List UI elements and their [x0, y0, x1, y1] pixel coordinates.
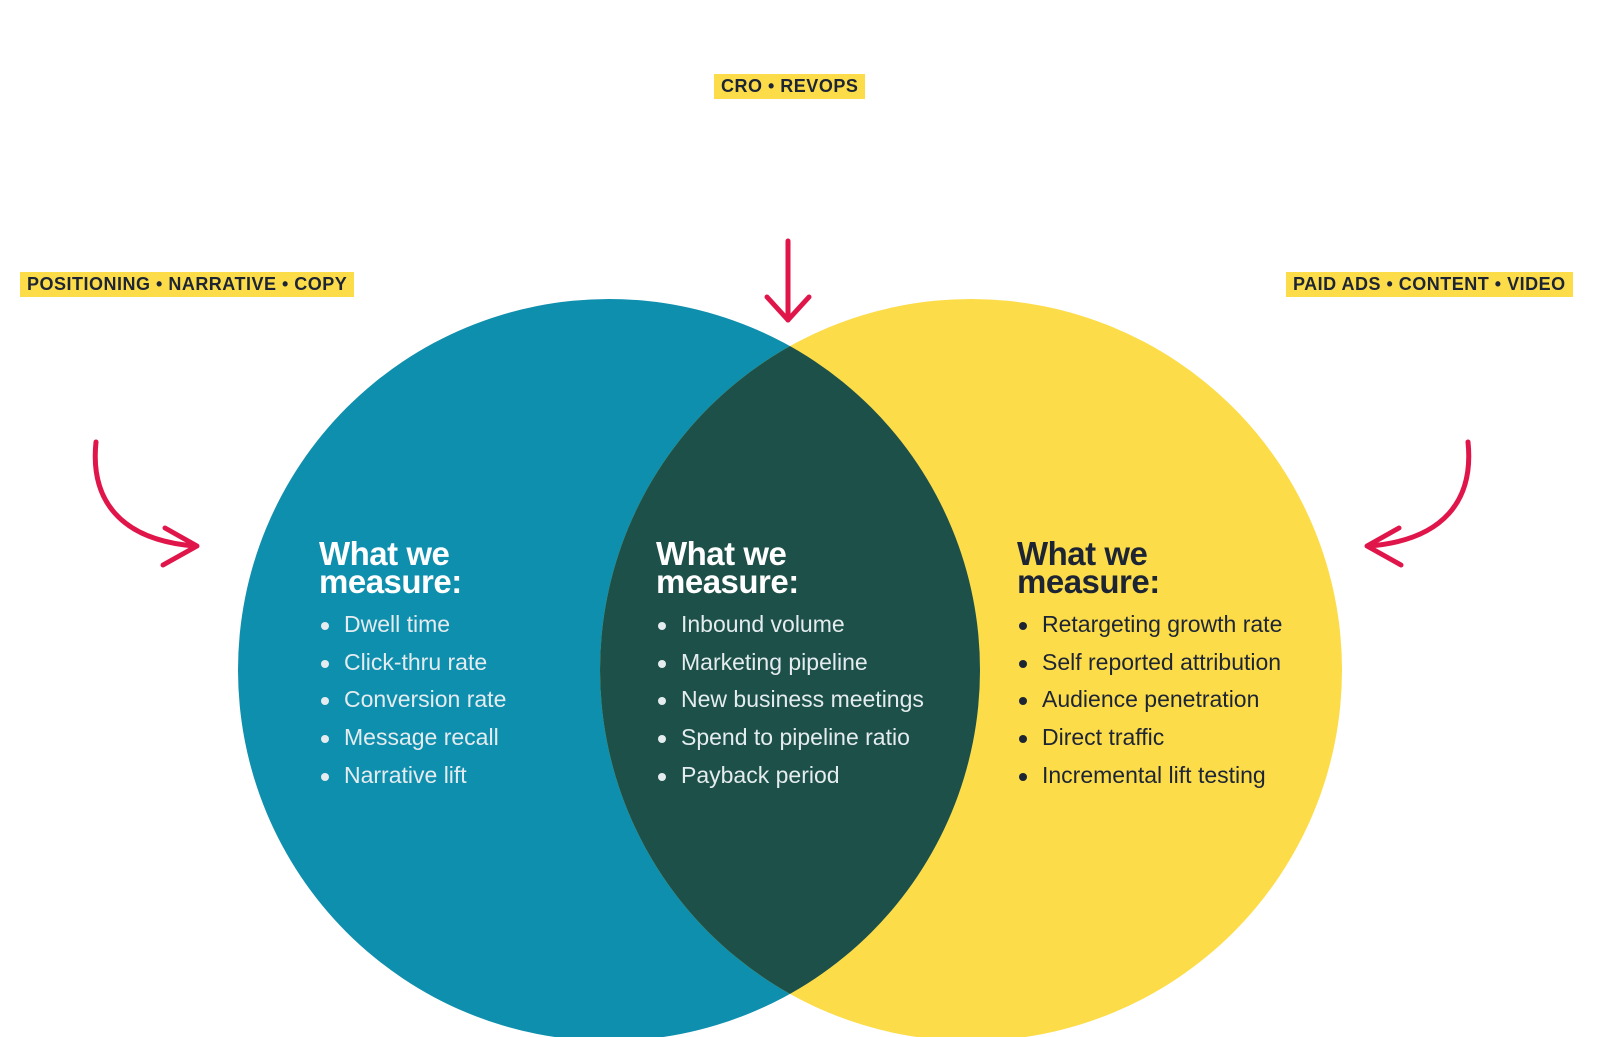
- list-item: Retargeting growth rate: [1017, 606, 1282, 644]
- center-measures: What we measure: Inbound volume Marketin…: [656, 535, 924, 795]
- list-item: Audience penetration: [1017, 681, 1282, 719]
- right-tag: PAID ADS • CONTENT • VIDEO: [1286, 272, 1573, 297]
- list-item: Spend to pipeline ratio: [656, 719, 924, 757]
- list-item: Narrative lift: [319, 757, 506, 795]
- list-item: Self reported attribution: [1017, 644, 1282, 682]
- list-item: Incremental lift testing: [1017, 757, 1282, 795]
- top-arrow-icon: [764, 238, 812, 323]
- list-item: Click-thru rate: [319, 644, 506, 682]
- left-measures: What we measure: Dwell time Click-thru r…: [319, 535, 506, 795]
- left-heading: What we measure:: [319, 535, 462, 600]
- overlap-region: [600, 299, 980, 1037]
- list-item: Message recall: [319, 719, 506, 757]
- left-curved-arrow-icon: [92, 439, 200, 568]
- list-item: Payback period: [656, 757, 924, 795]
- right-curved-arrow-icon: [1364, 439, 1472, 568]
- top-tag: CRO • REVOPS: [714, 74, 866, 99]
- list-item: Conversion rate: [319, 681, 506, 719]
- right-heading: What we measure:: [1017, 535, 1160, 600]
- list-item: New business meetings: [656, 681, 924, 719]
- list-item: Inbound volume: [656, 606, 924, 644]
- right-measures: What we measure: Retargeting growth rate…: [1017, 535, 1282, 795]
- list-item: Direct traffic: [1017, 719, 1282, 757]
- center-heading: What we measure:: [656, 535, 799, 600]
- list-item: Dwell time: [319, 606, 506, 644]
- left-tag: POSITIONING • NARRATIVE • COPY: [20, 272, 355, 297]
- list-item: Marketing pipeline: [656, 644, 924, 682]
